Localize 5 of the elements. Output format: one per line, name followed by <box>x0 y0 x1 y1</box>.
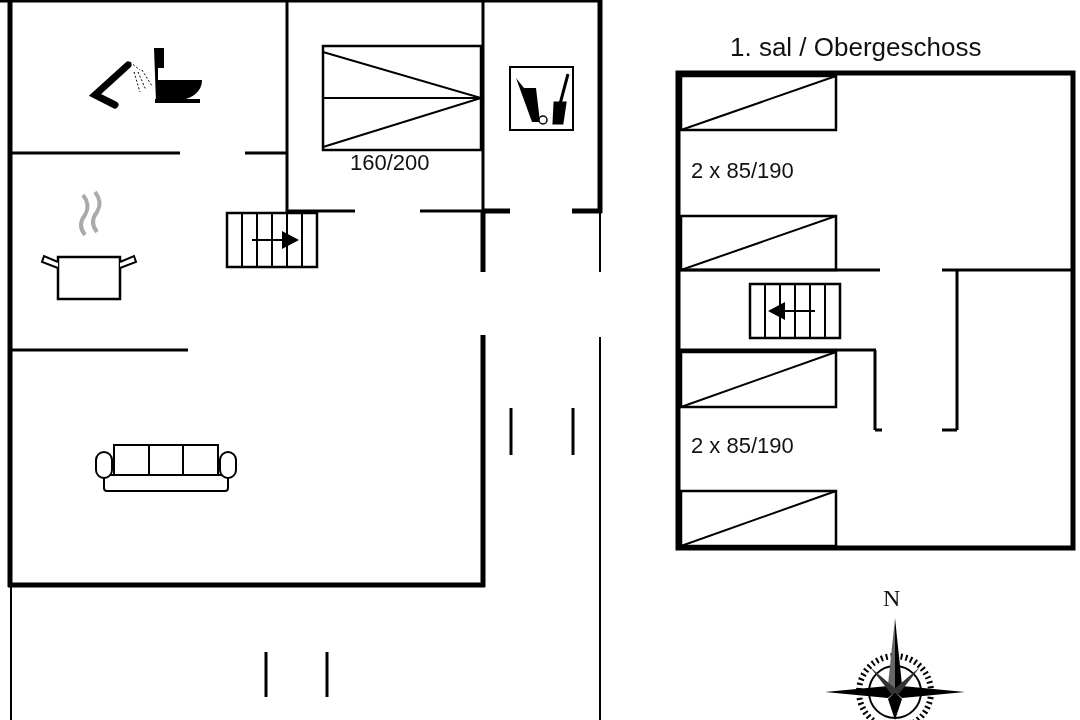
floor-heading: 1. sal / Obergeschoss <box>730 34 982 60</box>
north-label: N <box>883 586 901 610</box>
bed-size-label: 2 x 85/190 <box>691 160 794 182</box>
bed-size-label: 160/200 <box>350 152 430 174</box>
bed-size-label: 2 x 85/190 <box>691 435 794 457</box>
